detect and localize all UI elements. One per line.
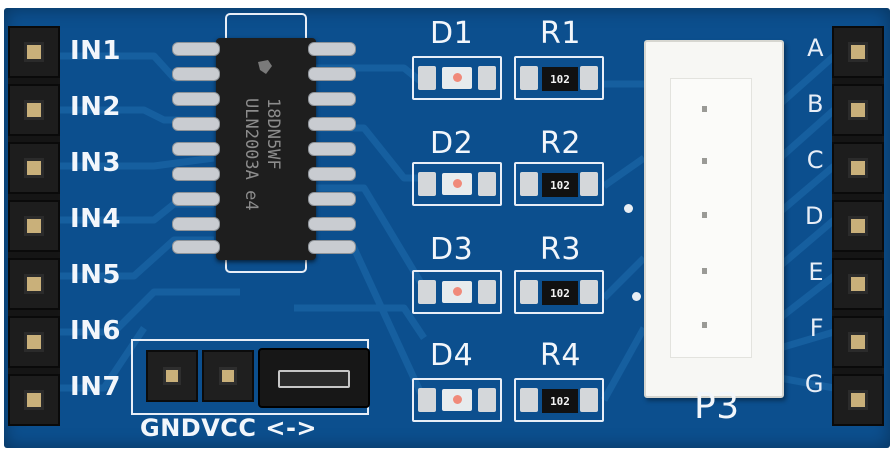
pin	[832, 258, 884, 310]
pin	[832, 26, 884, 78]
pin	[832, 84, 884, 136]
via	[632, 292, 641, 301]
label-f: F	[809, 314, 824, 342]
resistor-r1: 102	[514, 56, 604, 100]
pcb-board: IN1 IN2 IN3 IN4 IN5 IN6 IN7 18DN5WF ULN2…	[4, 8, 890, 448]
label-r1: R1	[540, 16, 581, 51]
pin	[832, 316, 884, 368]
label-d4: D4	[430, 338, 474, 373]
power-jumper-header	[146, 348, 370, 408]
resistor-code: 102	[542, 389, 578, 413]
label-r2: R2	[540, 126, 581, 161]
chip-marking-3: e4	[241, 190, 261, 211]
resistor-code: 102	[542, 173, 578, 197]
pin	[8, 84, 60, 136]
label-c: C	[806, 146, 824, 174]
label-g: G	[804, 370, 824, 398]
label-b: B	[807, 90, 824, 118]
label-in4: IN4	[70, 204, 122, 234]
label-d2: D2	[430, 126, 474, 161]
label-d3: D3	[430, 232, 474, 267]
pin	[8, 26, 60, 78]
chip-marking-1: 18DN5WF	[263, 98, 283, 170]
resistor-r2: 102	[514, 162, 604, 206]
label-in3: IN3	[70, 148, 122, 178]
label-in5: IN5	[70, 260, 122, 290]
uln2003a-chip: 18DN5WF ULN2003A e4	[216, 38, 316, 260]
motor-connector-p3	[644, 40, 784, 398]
pin	[832, 142, 884, 194]
label-r4: R4	[540, 338, 581, 373]
label-d1: D1	[430, 16, 474, 51]
label-in1: IN1	[70, 36, 122, 66]
pin	[8, 316, 60, 368]
pin	[8, 200, 60, 252]
pin	[8, 258, 60, 310]
led-d1	[412, 56, 502, 100]
resistor-r4: 102	[514, 378, 604, 422]
led-d2	[412, 162, 502, 206]
pin	[8, 142, 60, 194]
label-r3: R3	[540, 232, 581, 267]
led-d4	[412, 378, 502, 422]
label-in2: IN2	[70, 92, 122, 122]
label-jumper: GNDVCC <->	[140, 414, 318, 442]
chip-marking-2: ULN2003A	[241, 98, 261, 180]
input-pin-header	[8, 26, 60, 426]
via	[624, 204, 633, 213]
led-d3	[412, 270, 502, 314]
ti-logo-icon	[258, 60, 272, 74]
label-in7: IN7	[70, 372, 122, 402]
pin	[832, 374, 884, 426]
label-d: D	[805, 202, 824, 230]
pin	[832, 200, 884, 252]
label-p3: P3	[694, 386, 740, 427]
jumper-cap[interactable]	[258, 348, 370, 408]
jumper-pin	[146, 350, 198, 402]
resistor-code: 102	[542, 281, 578, 305]
label-in6: IN6	[70, 316, 122, 346]
label-e: E	[808, 258, 824, 286]
resistor-code: 102	[542, 67, 578, 91]
label-a: A	[807, 34, 824, 62]
jumper-pin	[202, 350, 254, 402]
output-pin-header	[832, 26, 884, 426]
pin	[8, 374, 60, 426]
resistor-r3: 102	[514, 270, 604, 314]
